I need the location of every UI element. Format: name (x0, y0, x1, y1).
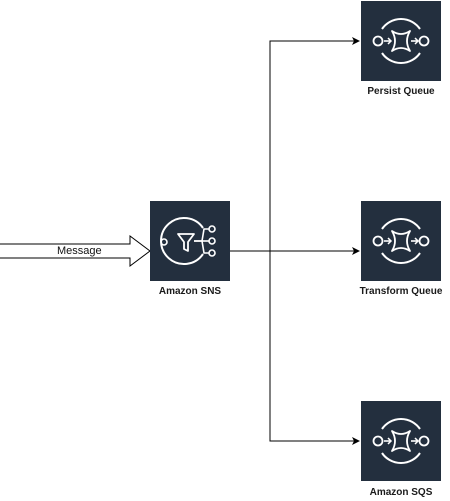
connector-sns-to-persist-queue (230, 37, 360, 252)
sqs-icon (372, 417, 430, 465)
transform-queue-label: Transform Queue (359, 286, 443, 297)
connector-sns-to-amazon-sqs (269, 251, 360, 445)
sns-icon (160, 217, 216, 265)
amazon-sqs-node[interactable] (361, 401, 441, 481)
amazon-sns-node[interactable] (150, 201, 230, 281)
amazon-sns-label: Amazon SNS (158, 286, 222, 297)
message-label: Message (56, 245, 103, 257)
amazon-sqs-label: Amazon SQS (369, 487, 433, 498)
transform-queue-node[interactable] (361, 201, 441, 281)
persist-queue-label: Persist Queue (367, 86, 435, 97)
sqs-icon (372, 217, 430, 265)
persist-queue-node[interactable] (361, 1, 441, 81)
sqs-icon (372, 17, 430, 65)
